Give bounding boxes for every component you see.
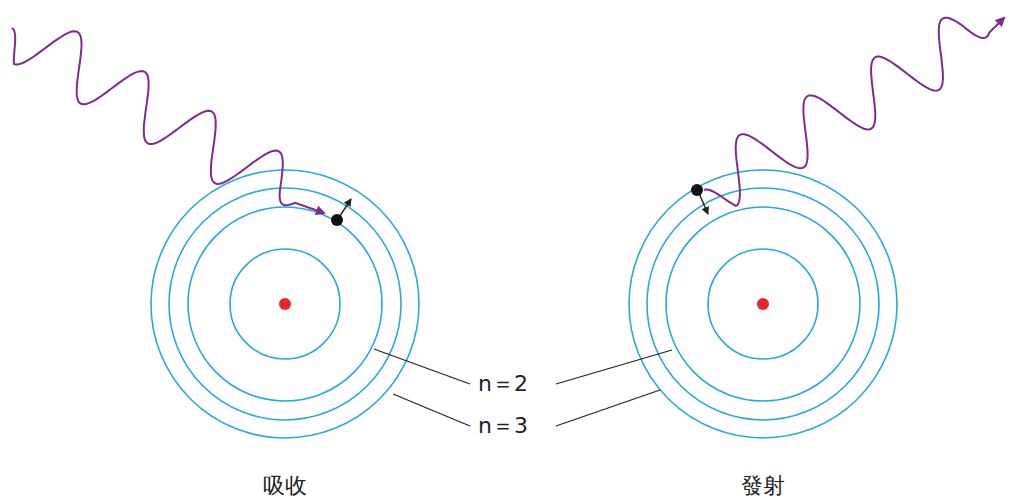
electron bbox=[331, 214, 343, 226]
nucleus bbox=[279, 298, 291, 310]
nucleus bbox=[757, 298, 769, 310]
orbit-rings bbox=[151, 170, 897, 438]
electron bbox=[691, 184, 703, 196]
photon-wave bbox=[704, 18, 1004, 206]
photon-wave bbox=[12, 28, 324, 213]
orbit-label: n＝3 bbox=[478, 415, 528, 437]
process-caption: 發射 bbox=[741, 475, 785, 497]
orbit-label: n＝2 bbox=[478, 373, 528, 395]
process-caption: 吸收 bbox=[263, 475, 307, 497]
